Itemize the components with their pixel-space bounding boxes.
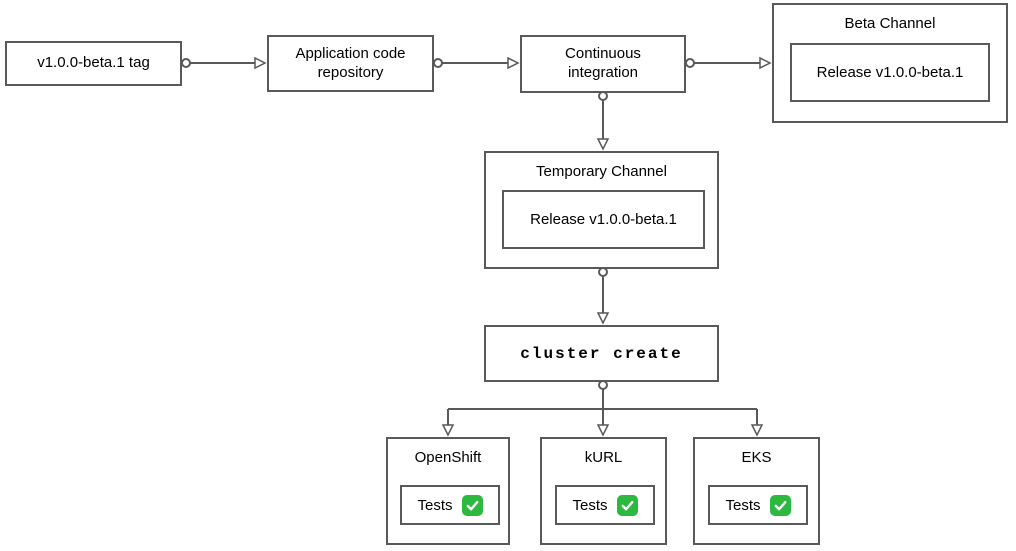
edge-cluster-create-to-tests <box>441 380 764 437</box>
node-temporary-channel: Temporary Channel Release v1.0.0-beta.1 <box>484 151 719 269</box>
node-kurl-tests: Tests <box>555 485 655 525</box>
node-kurl: kURL Tests <box>540 437 667 545</box>
arrowhead-down-icon <box>596 312 610 325</box>
node-openshift: OpenShift Tests <box>386 437 510 545</box>
node-version-tag: v1.0.0-beta.1 tag <box>5 41 182 86</box>
kurl-title: kURL <box>584 449 623 466</box>
arrowhead-down-icon <box>596 138 610 151</box>
node-beta-channel: Beta Channel Release v1.0.0-beta.1 <box>772 3 1008 123</box>
edge-source-dot <box>181 58 191 68</box>
node-continuous-integration: Continuous integration <box>520 35 686 93</box>
edge-temp-channel-to-cluster-create <box>596 267 610 325</box>
tests-label: Tests <box>725 496 761 514</box>
tests-label: Tests <box>417 496 453 514</box>
edge-app-repo-to-ci <box>433 56 520 70</box>
edge-source-dot <box>598 380 608 390</box>
arrowhead-down-icon <box>441 424 455 437</box>
edge-source-dot <box>685 58 695 68</box>
arrowhead-right-icon <box>759 56 772 70</box>
arrowhead-right-icon <box>254 56 267 70</box>
arrowhead-right-icon <box>507 56 520 70</box>
openshift-title: OpenShift <box>414 449 482 466</box>
edge-ci-to-temp-channel <box>596 91 610 151</box>
beta-channel-title: Beta Channel <box>844 15 936 32</box>
node-eks: EKS Tests <box>693 437 820 545</box>
node-application-code-repository: Application code repository <box>267 35 434 92</box>
node-openshift-tests: Tests <box>400 485 500 525</box>
arrowhead-down-icon <box>596 424 610 437</box>
node-temporary-release: Release v1.0.0-beta.1 <box>502 190 705 249</box>
temporary-channel-title: Temporary Channel <box>536 163 667 180</box>
green-check-icon <box>616 494 638 516</box>
eks-title: EKS <box>741 449 772 466</box>
edge-source-dot <box>433 58 443 68</box>
edge-source-dot <box>598 267 608 277</box>
node-beta-release: Release v1.0.0-beta.1 <box>790 43 990 102</box>
node-eks-tests: Tests <box>708 485 808 525</box>
node-cluster-create: cluster create <box>484 325 719 382</box>
edge-ci-to-beta-channel <box>685 56 772 70</box>
edge-source-dot <box>598 91 608 101</box>
arrowhead-down-icon <box>750 424 764 437</box>
green-check-icon <box>769 494 791 516</box>
edge-tag-to-app-repo <box>181 56 267 70</box>
green-check-icon <box>461 494 483 516</box>
tests-label: Tests <box>572 496 608 514</box>
